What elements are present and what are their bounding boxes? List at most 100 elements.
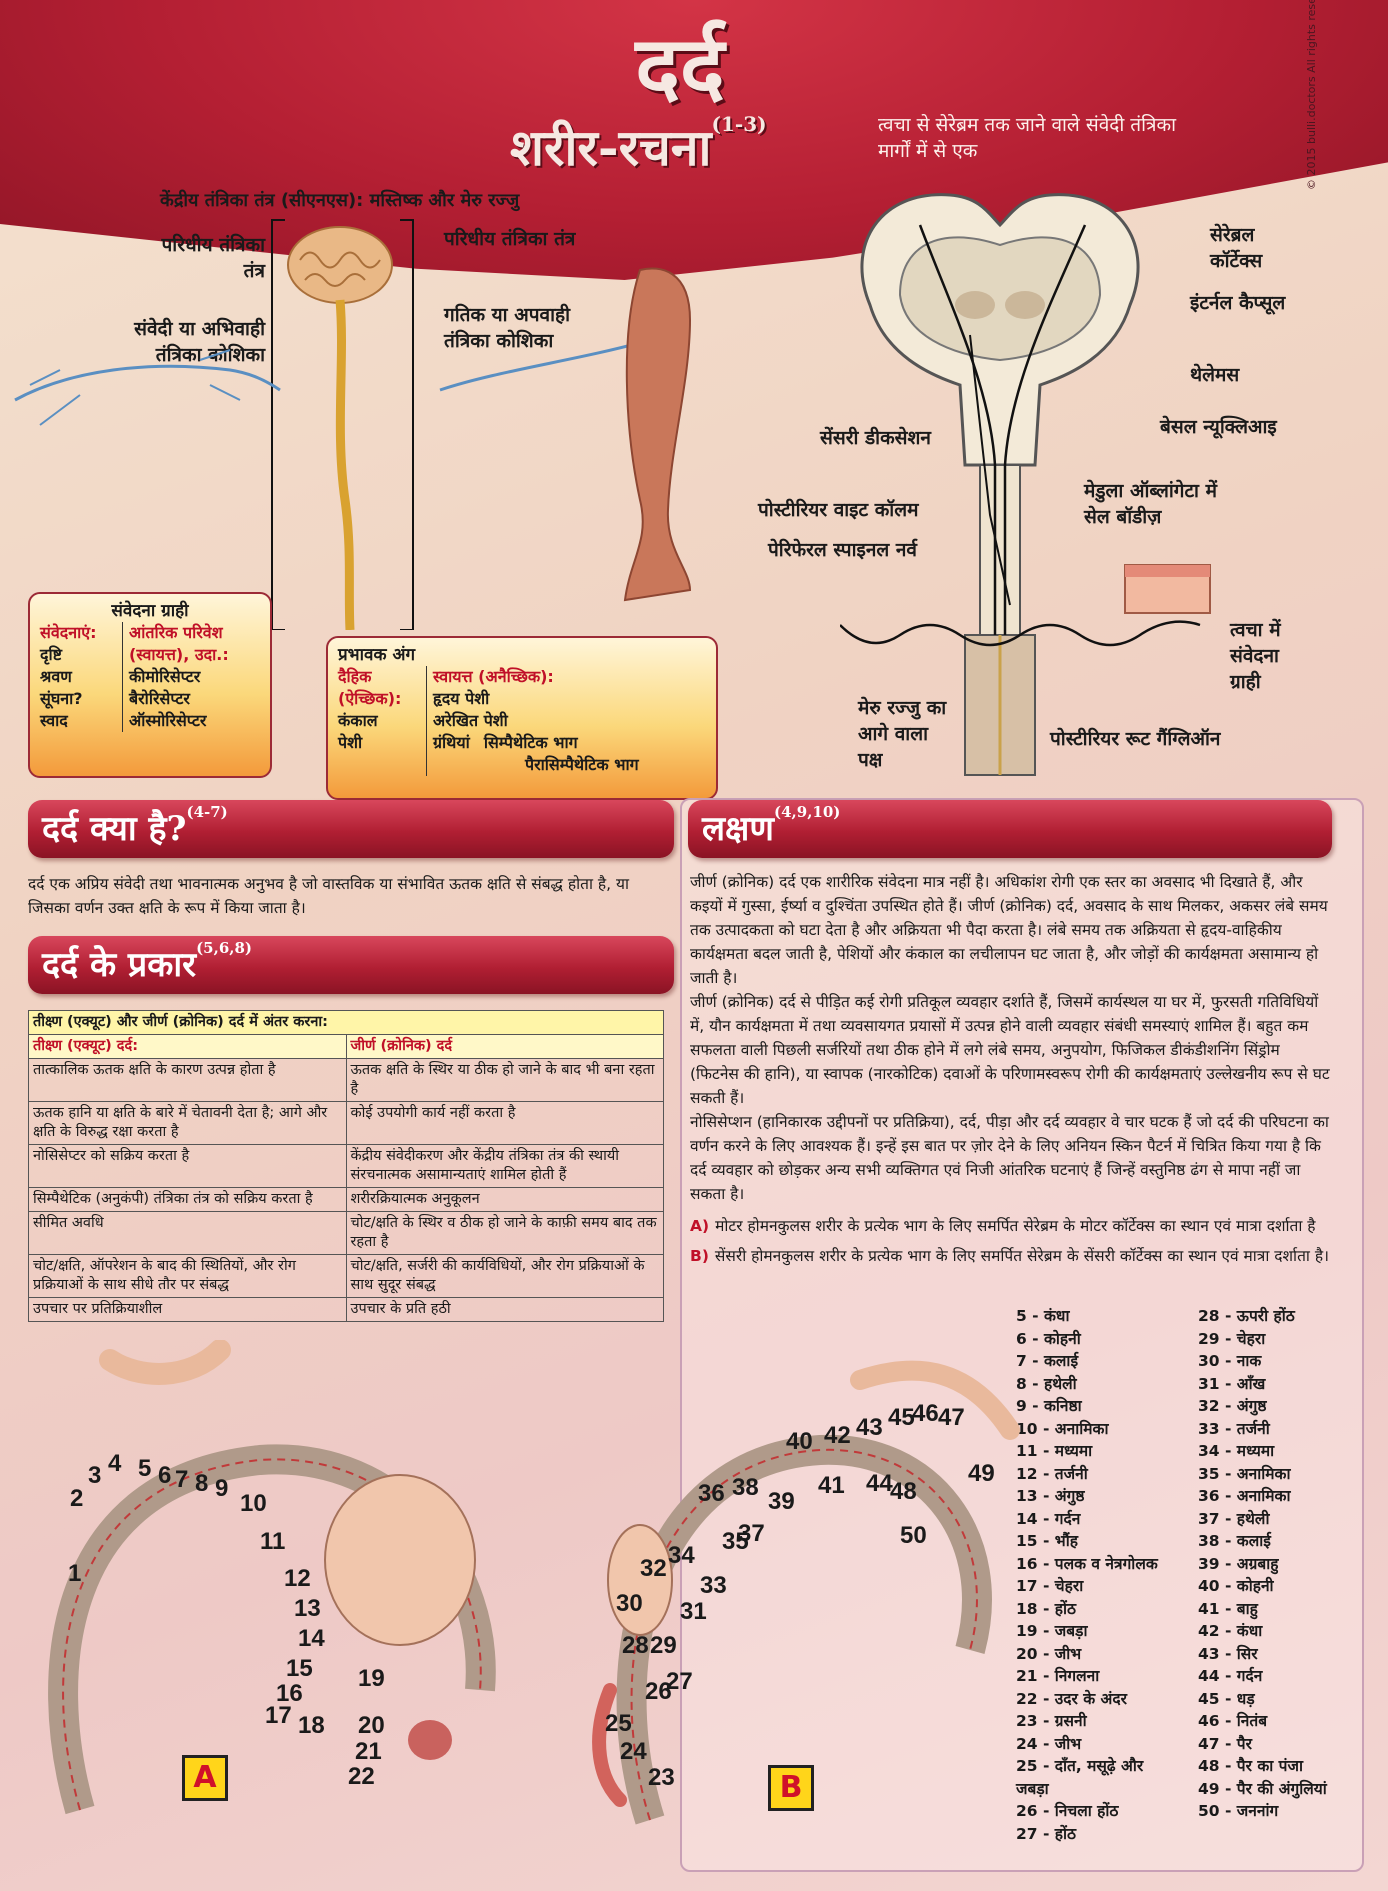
legend-item: 34 - मध्यमा bbox=[1198, 1442, 1275, 1460]
label-medulla: मेडुला ऑब्लांगेटा में सेल बॉडीज़ bbox=[1084, 480, 1217, 528]
sense-item: दृष्टि bbox=[40, 645, 62, 664]
subtitle-ref: (1-3) bbox=[711, 112, 767, 136]
internal-item: कीमोरिसेप्टर bbox=[129, 667, 201, 686]
legend-item: 48 - पैर का पंजा bbox=[1198, 1757, 1303, 1775]
table-cell: सीमित अवधि bbox=[28, 1211, 347, 1255]
homunculus-number: 15 bbox=[286, 1655, 313, 1682]
homunculus-number: 18 bbox=[298, 1712, 325, 1739]
what-is-pain-text: दर्द एक अप्रिय संवेदी तथा भावनात्मक अनुभ… bbox=[28, 875, 629, 917]
legend-item: 7 - कलाई bbox=[1016, 1352, 1079, 1370]
what-is-pain-heading: दर्द क्या है?(4-7) bbox=[28, 800, 674, 858]
legend-item: 22 - उदर के अंदर bbox=[1016, 1689, 1127, 1708]
label-root-ganglion: पोस्टीरियर रूट गैंग्लिऑन bbox=[1050, 728, 1221, 750]
homunculus-number: 31 bbox=[680, 1598, 707, 1625]
cns-label: केंद्रीय तंत्रिका तंत्र (सीएनएस): मस्तिष… bbox=[160, 190, 520, 211]
legend-item: 21 - निगलना bbox=[1016, 1667, 1100, 1685]
legend-item: 36 - अनामिका bbox=[1198, 1487, 1291, 1505]
note-b: सेंसरी होमनकुलस शरीर के प्रत्येक भाग के … bbox=[714, 1247, 1329, 1265]
label-internal-capsule: इंटर्नल कैप्सूल bbox=[1190, 292, 1286, 314]
homunculus-number: 38 bbox=[732, 1474, 759, 1501]
legend-item: 13 - अंगुष्ठ bbox=[1016, 1487, 1085, 1505]
label-cerebral-cortex: सेरेब्रल कॉर्टेक्स bbox=[1210, 224, 1263, 272]
legend-item: 47 - पैर bbox=[1198, 1734, 1252, 1753]
table-cell: चोट/क्षति के स्थिर व ठीक हो जाने के काफ़… bbox=[345, 1211, 664, 1255]
effector-box: प्रभावक अंग दैहिक (ऐच्छिक): कंकाल पेशी स… bbox=[326, 636, 718, 800]
motor-homunculus-illustration bbox=[48, 1340, 496, 1815]
homunculus-number: 50 bbox=[900, 1522, 927, 1549]
symptoms-panel bbox=[680, 798, 1364, 1872]
homunculus-number: 48 bbox=[890, 1478, 917, 1505]
homunculus-number: 17 bbox=[265, 1702, 292, 1729]
pns-label-right: परिधीय तंत्रिका तंत्र bbox=[444, 228, 576, 250]
symptoms-text: जीर्ण (क्रोनिक) दर्द एक शारीरिक संवेदना … bbox=[690, 870, 1330, 1268]
table-cell: कोई उपयोगी कार्य नहीं करता है bbox=[345, 1101, 664, 1145]
sense-item: सूंघना? bbox=[40, 689, 83, 708]
legend-item: 28 - ऊपरी होंठ bbox=[1198, 1307, 1295, 1325]
legend-item: 35 - अनामिका bbox=[1198, 1464, 1291, 1483]
label-posterior-white-column: पोस्टीरियर वाइट कॉलम bbox=[758, 499, 919, 521]
homunculus-number: 3 bbox=[88, 1462, 102, 1489]
homunculus-number: 2 bbox=[70, 1485, 84, 1512]
table-row: सिम्पैथेटिक (अनुकंपी) तंत्रिका तंत्र को … bbox=[28, 1187, 664, 1212]
homunculus-number: 34 bbox=[668, 1542, 695, 1569]
table-cell: शरीरक्रियात्मक अनुकूलन bbox=[345, 1187, 664, 1212]
somatic-label: दैहिक (ऐच्छिक): bbox=[338, 667, 402, 708]
homunculus-number: 42 bbox=[824, 1422, 851, 1449]
homunculus-number: 1 bbox=[68, 1560, 82, 1587]
pns-label-left: परिधीय तंत्रिका तंत्र bbox=[161, 234, 265, 282]
symptoms-para: जीर्ण (क्रोनिक) दर्द से पीड़ित कई रोगी प… bbox=[690, 993, 1330, 1107]
sense-item: स्वाद bbox=[40, 711, 68, 730]
table-row: तात्कालिक ऊतक क्षति के कारण उत्पन्न होता… bbox=[28, 1058, 664, 1102]
autonomic-item: अरेखित पेशी bbox=[433, 711, 508, 730]
note-a: मोटर होमनकुलस शरीर के प्रत्येक भाग के लि… bbox=[715, 1217, 1316, 1235]
legend-item: 39 - अग्रबाहु bbox=[1198, 1554, 1279, 1573]
label-skin-receptor: त्वचा में संवेदना ग्राही bbox=[1230, 619, 1281, 693]
homunculus-number: 13 bbox=[294, 1595, 321, 1622]
legend-item: 11 - मध्यमा bbox=[1016, 1442, 1093, 1460]
homunculus-number: 5 bbox=[138, 1455, 152, 1482]
pathway-note: त्वचा से सेरेब्रम तक जाने वाले संवेदी तं… bbox=[878, 114, 1177, 162]
legend-item: 14 - गर्दन bbox=[1016, 1509, 1081, 1528]
homunculus-number: 6 bbox=[158, 1462, 172, 1489]
internal-item: ऑस्मोरिसेप्टर bbox=[129, 711, 207, 730]
legend-item: 45 - धड़ bbox=[1198, 1689, 1255, 1708]
table-cell: चोट/क्षति, ऑपरेशन के बाद की स्थितियों, औ… bbox=[28, 1254, 347, 1298]
legend-item: 25 - दाँत, मसूढ़े और bbox=[1016, 1757, 1144, 1775]
homunculus-number: 29 bbox=[650, 1632, 677, 1659]
homunculus-number: 24 bbox=[620, 1738, 647, 1765]
homunculus-number: 46 bbox=[912, 1400, 939, 1427]
homunculus-number: 32 bbox=[640, 1555, 667, 1582]
legend-item: 29 - चेहरा bbox=[1198, 1329, 1266, 1348]
homunculus-number: 45 bbox=[888, 1404, 915, 1431]
receptor-box: संवेदना ग्राही संवेदनाएं: दृष्टि श्रवण स… bbox=[28, 592, 272, 778]
symptoms-para: जीर्ण (क्रोनिक) दर्द एक शारीरिक संवेदना … bbox=[690, 873, 1328, 987]
homunculus-number: 8 bbox=[195, 1470, 209, 1497]
homunculus-number: 43 bbox=[856, 1414, 883, 1441]
sympathetic-label: सिम्पैथेटिक भाग bbox=[483, 733, 578, 752]
label-basal-nuclei: बेसल न्यूक्लिआइ bbox=[1160, 416, 1277, 438]
legend-item: 9 - कनिष्ठा bbox=[1016, 1397, 1082, 1415]
homunculus-number: 9 bbox=[215, 1475, 229, 1502]
homunculus-number: 14 bbox=[298, 1625, 325, 1652]
table-row: सीमित अवधिचोट/क्षति के स्थिर व ठीक हो जा… bbox=[28, 1211, 664, 1255]
label-spinal-cord-front: मेरु रज्जु का आगे वाला पक्ष bbox=[858, 697, 947, 771]
internal-item: बैरोरिसेप्टर bbox=[129, 689, 190, 708]
legend-item: जबड़ा bbox=[1016, 1779, 1049, 1798]
homunculus-number: 12 bbox=[284, 1565, 311, 1592]
note-a-tag: A) bbox=[690, 1217, 710, 1235]
homunculus-number: 11 bbox=[260, 1528, 286, 1555]
homunculus-number: 49 bbox=[968, 1460, 995, 1487]
legend-item: 20 - जीभ bbox=[1016, 1644, 1082, 1663]
legend-item: 23 - ग्रसनी bbox=[1016, 1712, 1087, 1730]
legend-item: 38 - कलाई bbox=[1198, 1532, 1271, 1550]
legend-item: 16 - पलक व नेत्रगोलक bbox=[1016, 1554, 1158, 1573]
legend-item: 43 - सिर bbox=[1198, 1644, 1258, 1663]
receptor-box-title: संवेदना ग्राही bbox=[111, 601, 189, 621]
symptoms-heading: लक्षण(4,9,10) bbox=[688, 800, 1332, 858]
table-cell: ऊतक क्षति के स्थिर या ठीक हो जाने के बाद… bbox=[345, 1058, 664, 1102]
legend-item: 40 - कोहनी bbox=[1198, 1577, 1274, 1595]
table-cell: तात्कालिक ऊतक क्षति के कारण उत्पन्न होता… bbox=[28, 1058, 347, 1102]
homunculus-number: 28 bbox=[622, 1632, 649, 1659]
